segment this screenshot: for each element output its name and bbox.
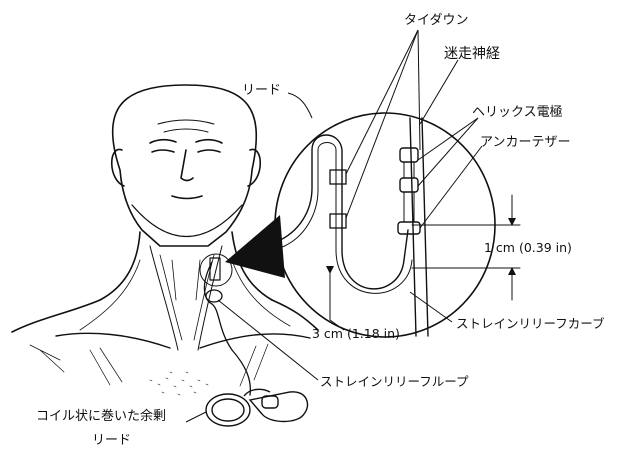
label-tie-down: タイダウン xyxy=(404,13,468,28)
tie-down-lower xyxy=(329,213,347,229)
label-helix-electrode: ヘリックス電極 xyxy=(472,104,563,120)
label-strain-relief-bend: ストレインリリーフカーブ xyxy=(456,316,605,331)
strain-relief-loop-mark xyxy=(205,289,223,303)
patient-figure xyxy=(11,84,319,396)
label-vagus-nerve: 迷走神経 xyxy=(444,46,500,62)
anchor-tether-band xyxy=(397,221,421,235)
leader-lines xyxy=(185,29,483,423)
pulse-generator xyxy=(205,388,309,427)
right-ear xyxy=(247,148,261,187)
label-strain-relief-loop: ストレインリリーフループ xyxy=(320,374,469,389)
helix-electrode-1 xyxy=(399,147,419,163)
label-lead: リード xyxy=(242,83,281,98)
shoulder-right xyxy=(271,299,319,331)
label-distance-1cm: 1 cm (0.39 in) xyxy=(484,240,572,255)
head-outline xyxy=(111,84,258,247)
lead-path xyxy=(275,134,409,290)
helix-electrode-2 xyxy=(399,177,419,193)
label-distance-3cm: 3 cm (1.18 in) xyxy=(312,326,400,341)
neck-lead xyxy=(203,261,252,396)
zoom-source-circle xyxy=(199,253,233,287)
vagus-nerve-line-b xyxy=(421,117,429,337)
chest-stipple xyxy=(149,371,209,396)
neck-electrode xyxy=(209,257,221,281)
label-anchor-tether: アンカーテザー xyxy=(480,135,570,150)
shoulder-left xyxy=(11,299,101,333)
left-ear xyxy=(111,148,125,187)
tie-down-upper xyxy=(329,169,347,185)
magnified-view xyxy=(274,112,521,338)
vagus-nerve-line-a xyxy=(409,117,417,337)
neck-right xyxy=(231,231,273,301)
zoom-wedge xyxy=(225,215,285,278)
label-coiled-excess-lead-2: リード xyxy=(92,433,131,448)
neck-left xyxy=(99,231,141,301)
label-coiled-excess-lead-1: コイル状に巻いた余剰 xyxy=(36,408,166,424)
